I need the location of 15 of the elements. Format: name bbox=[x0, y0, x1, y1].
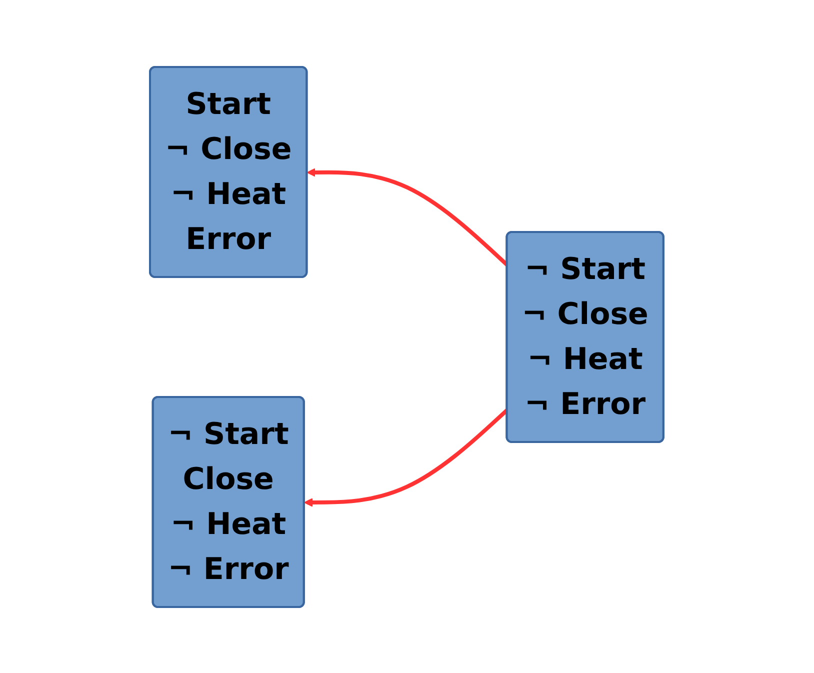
node-label: ¬ Heat bbox=[528, 342, 644, 376]
node-label: ¬ Heat bbox=[170, 506, 286, 542]
node-label: ¬ Close bbox=[522, 296, 649, 332]
state-box bbox=[149, 66, 308, 278]
node-label: ¬ Error bbox=[168, 552, 290, 586]
node-label: Close bbox=[183, 462, 274, 496]
node-label: ¬ Heat bbox=[170, 176, 286, 212]
node-label: ¬ Close bbox=[165, 132, 292, 166]
node-label: Start bbox=[186, 86, 272, 122]
node-label: Error bbox=[186, 222, 272, 256]
node-label: ¬ Error bbox=[524, 386, 646, 422]
state-box bbox=[152, 396, 306, 608]
state-box bbox=[506, 230, 665, 442]
node-label: ¬ Start bbox=[168, 416, 290, 452]
node-label: ¬ Start bbox=[524, 252, 646, 286]
